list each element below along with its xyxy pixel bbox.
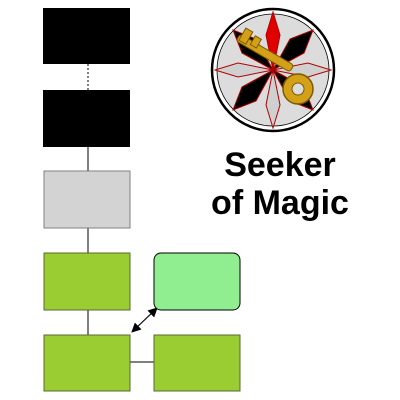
node-1-box: [43, 8, 130, 64]
node-7-box: [153, 334, 241, 392]
node-3-box: [43, 170, 131, 229]
node-6-box: [43, 334, 131, 392]
app-title: Seeker of Magic: [180, 146, 380, 222]
key-star-emblem-icon: [210, 7, 336, 133]
title-line-2: of Magic: [211, 184, 349, 222]
node-2-box: [43, 90, 130, 147]
node-4-box: [43, 252, 131, 311]
key-icon: [236, 27, 314, 105]
node-5-box: [153, 252, 241, 311]
title-line-1: Seeker: [224, 146, 336, 184]
edge-node-6-node-5-arrow: [131, 307, 158, 333]
